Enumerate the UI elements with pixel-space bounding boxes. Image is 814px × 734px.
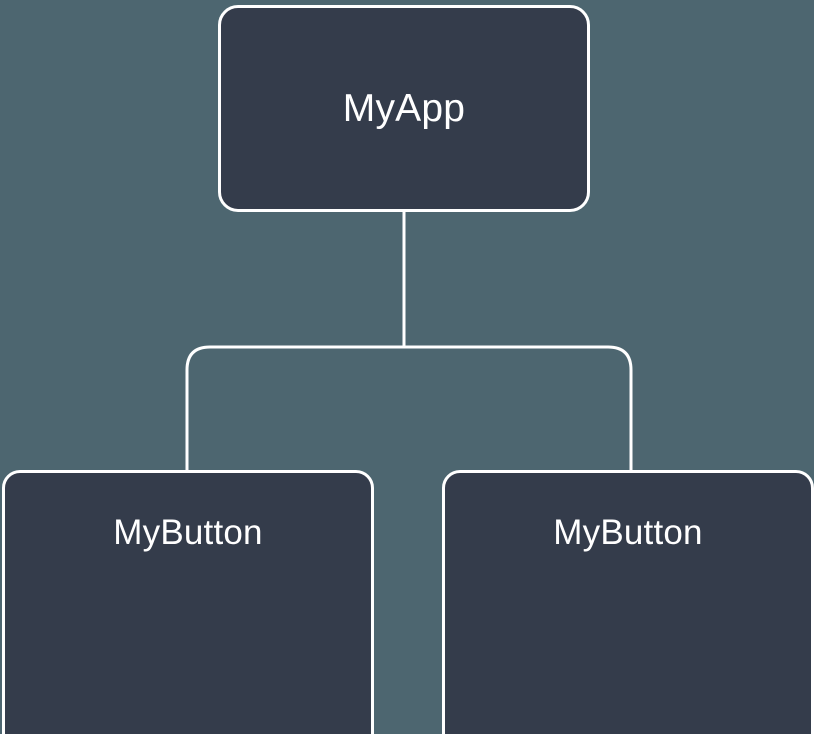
node-mybutton-right-title: MyButton	[553, 513, 703, 552]
node-myapp-title: MyApp	[342, 87, 466, 130]
node-mybutton-left-title: MyButton	[113, 513, 263, 552]
node-mybutton-right[interactable]: MyButton count 0	[442, 470, 814, 734]
node-myapp[interactable]: MyApp	[218, 5, 590, 212]
node-mybutton-left[interactable]: MyButton count 1	[2, 470, 374, 734]
connector-bus	[185, 345, 633, 470]
